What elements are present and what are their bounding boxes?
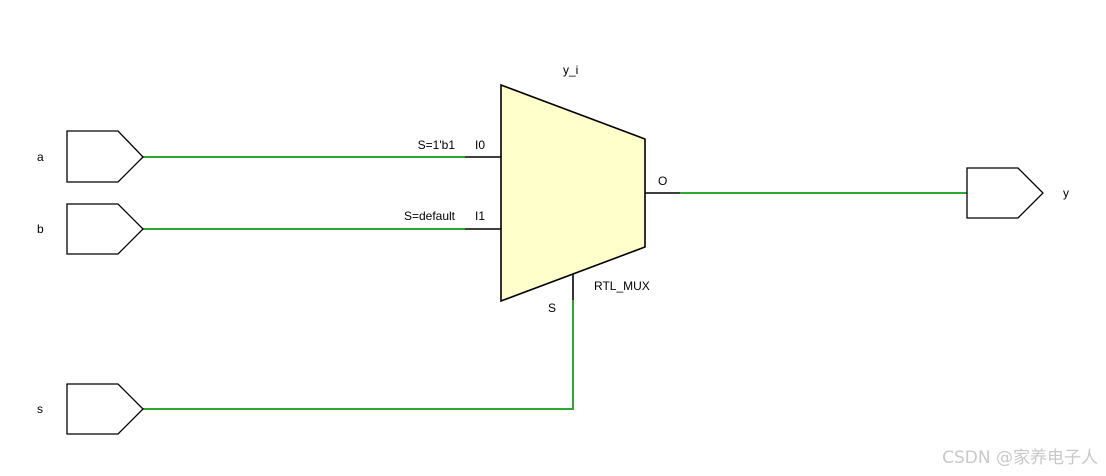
port-s-symbol[interactable] [66, 383, 144, 435]
watermark: CSDN @家养电子人 [942, 448, 1098, 468]
mux-pin-o: O [658, 174, 667, 188]
mux-cell[interactable]: y_i RTL_MUX I0 I1 O S S=1'b1 S=default [404, 63, 667, 315]
port-a-symbol[interactable] [66, 130, 144, 183]
mux-cell-type: RTL_MUX [594, 279, 650, 293]
port-b[interactable]: b [37, 203, 144, 255]
pin-stubs [465, 156, 680, 300]
nets [143, 156, 967, 410]
port-y-symbol[interactable] [966, 167, 1044, 219]
mux-pin-i1: I1 [475, 209, 485, 223]
port-b-symbol[interactable] [66, 203, 144, 255]
i0-select-condition: S=1'b1 [418, 138, 456, 152]
port-b-label: b [37, 222, 44, 236]
net-s[interactable] [143, 300, 574, 410]
port-s-label: s [37, 402, 43, 416]
mux-instance-name: y_i [563, 63, 578, 77]
port-y-label: y [1063, 186, 1069, 200]
port-a-label: a [37, 150, 44, 164]
mux-body[interactable] [500, 83, 646, 303]
i1-select-condition: S=default [404, 209, 456, 223]
port-y[interactable]: y [966, 167, 1069, 219]
mux-pin-i0: I0 [475, 138, 485, 152]
port-s[interactable]: s [37, 383, 144, 435]
port-a[interactable]: a [37, 130, 144, 183]
mux-pin-s: S [548, 301, 556, 315]
